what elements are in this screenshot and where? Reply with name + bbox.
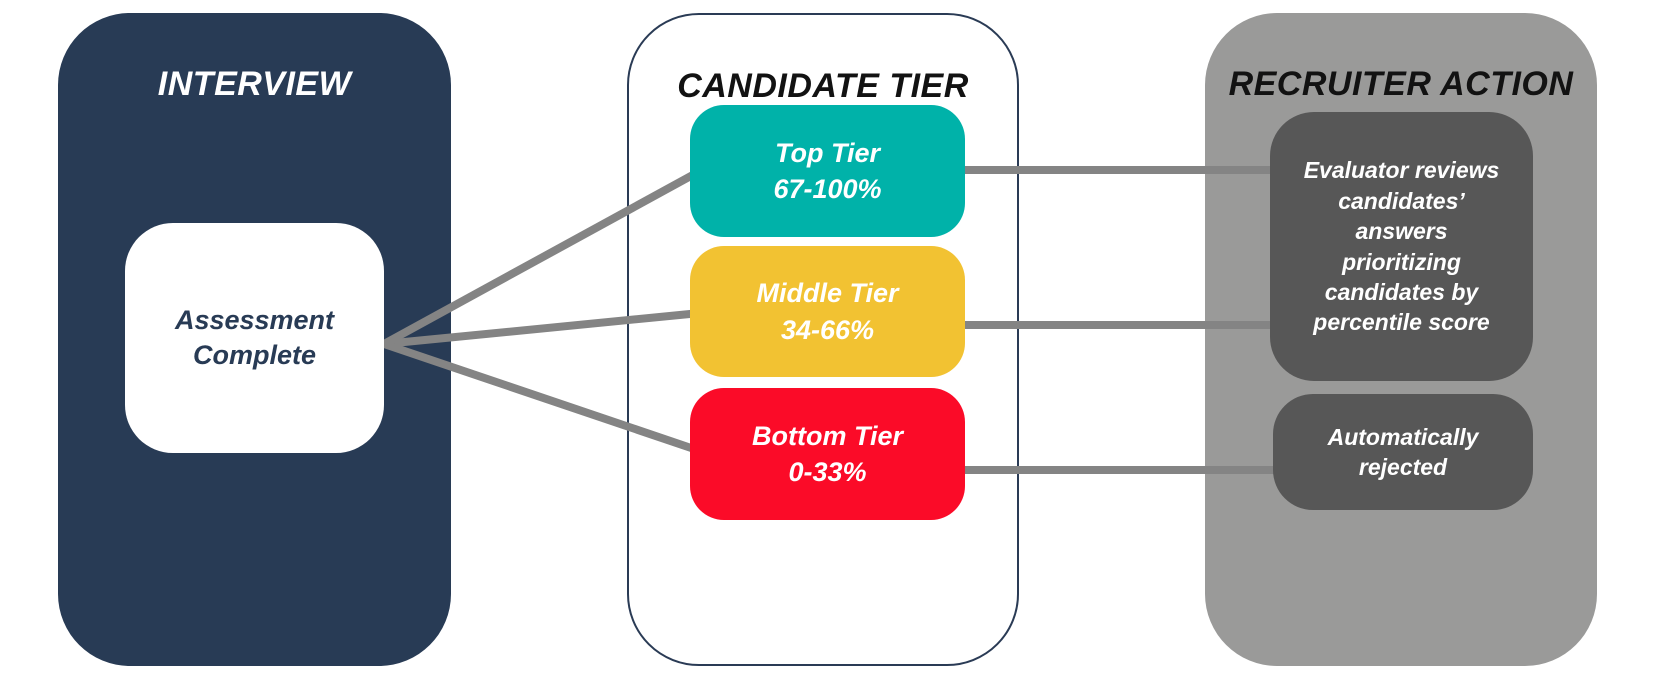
top-tier-range: 67-100%: [773, 174, 882, 204]
evaluator-review-node: Evaluator reviews candidates’ answers pr…: [1270, 112, 1533, 381]
bottom-tier-node: Bottom Tier 0-33%: [690, 388, 965, 520]
evaluator-review-line6: percentile score: [1313, 309, 1490, 336]
evaluator-review-line1: Evaluator reviews: [1303, 157, 1500, 184]
interview-panel-title: INTERVIEW: [157, 65, 352, 103]
top-tier-node: Top Tier 67-100%: [690, 105, 965, 237]
line-assessment-to-bottom-tier: [382, 340, 702, 455]
line-assessment-to-top-tier: [382, 167, 702, 348]
middle-tier-name: Middle Tier: [756, 278, 899, 309]
recruiter-action-panel-title: RECRUITER ACTION: [1228, 65, 1574, 103]
evaluator-review-line4: prioritizing: [1342, 248, 1461, 275]
assessment-complete-label-line1: Assessment: [174, 304, 335, 335]
candidate-tier-panel-title: CANDIDATE TIER: [677, 67, 969, 105]
bottom-tier-range: 0-33%: [788, 457, 867, 487]
bottom-tier-name: Bottom Tier: [751, 420, 903, 451]
evaluator-review-line2: candidates’: [1338, 187, 1465, 214]
top-tier-name: Top Tier: [774, 137, 880, 168]
middle-tier-node: Middle Tier 34-66%: [690, 246, 965, 377]
evaluator-review-line3: answers: [1355, 218, 1448, 245]
automatically-rejected-node: Automatically rejected: [1273, 394, 1533, 510]
middle-tier-range: 34-66%: [780, 314, 875, 345]
automatically-rejected-line1: Automatically: [1327, 423, 1479, 450]
assessment-complete-node: Assessment Complete: [125, 223, 384, 453]
automatically-rejected-line2: rejected: [1358, 454, 1448, 480]
line-assessment-to-middle-tier: [383, 309, 701, 348]
evaluator-review-line5: candidates by: [1324, 278, 1479, 305]
assessment-complete-label-line2: Complete: [192, 340, 317, 370]
